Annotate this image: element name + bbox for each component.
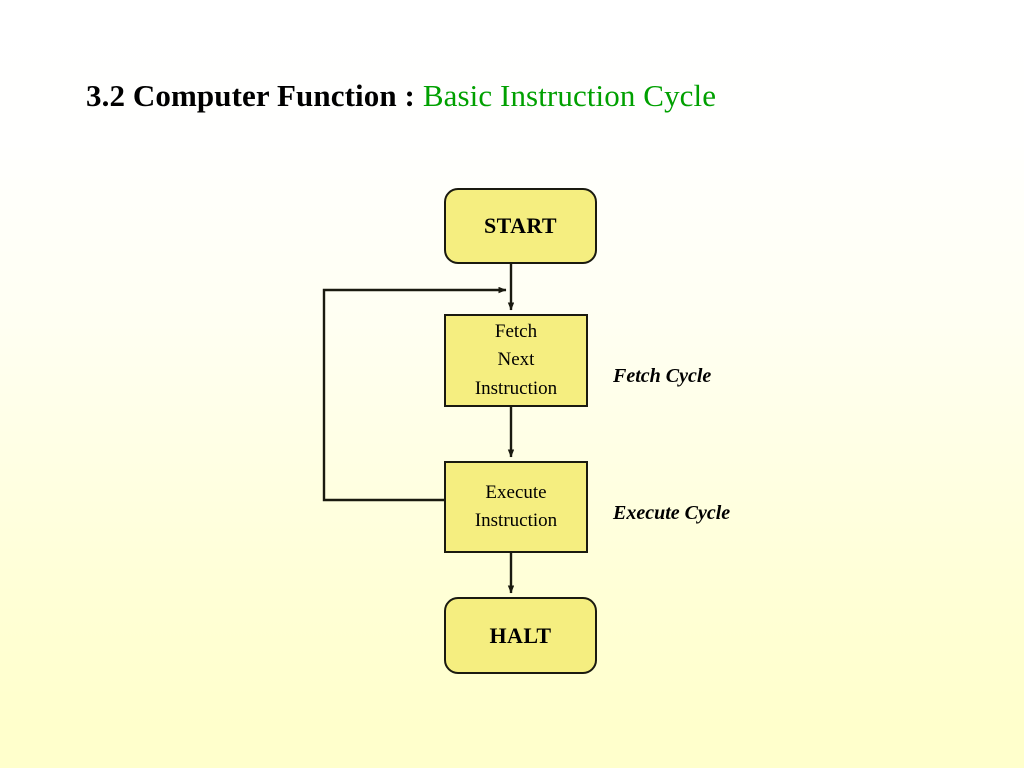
annotation-fetch-cycle: Fetch Cycle (613, 365, 712, 387)
page-title: 3.2 Computer Function : Basic Instructio… (86, 80, 716, 111)
annotation-execute-cycle: Execute Cycle (613, 502, 731, 524)
flowchart-node-execute-label: Execute Instruction (446, 479, 586, 536)
flowchart-node-execute-line-2: Instruction (474, 510, 558, 531)
flowchart-node-start-label: START (484, 213, 557, 238)
flowchart-node-start[interactable]: START (444, 188, 597, 264)
flowchart-node-fetch-line-2: Next (497, 349, 535, 371)
flowchart-node-halt[interactable]: HALT (444, 597, 597, 674)
flowchart-node-fetch-line-1: Fetch (494, 320, 538, 342)
flowchart-node-execute-line-1: Execute (485, 481, 547, 503)
flowchart-node-fetch-line-3: Instruction (474, 377, 558, 399)
page-title-main: 3.2 Computer Function : (86, 78, 423, 113)
flowchart-node-fetch-label: Fetch Next Instruction (446, 318, 586, 404)
flowchart-node-fetch-next-instruction[interactable]: Fetch Next Instruction (444, 314, 588, 407)
flowchart-node-halt-label: HALT (489, 622, 552, 648)
page-title-accent: Basic Instruction Cycle (422, 78, 717, 113)
flowchart-node-execute-instruction[interactable]: Execute Instruction (444, 461, 588, 553)
